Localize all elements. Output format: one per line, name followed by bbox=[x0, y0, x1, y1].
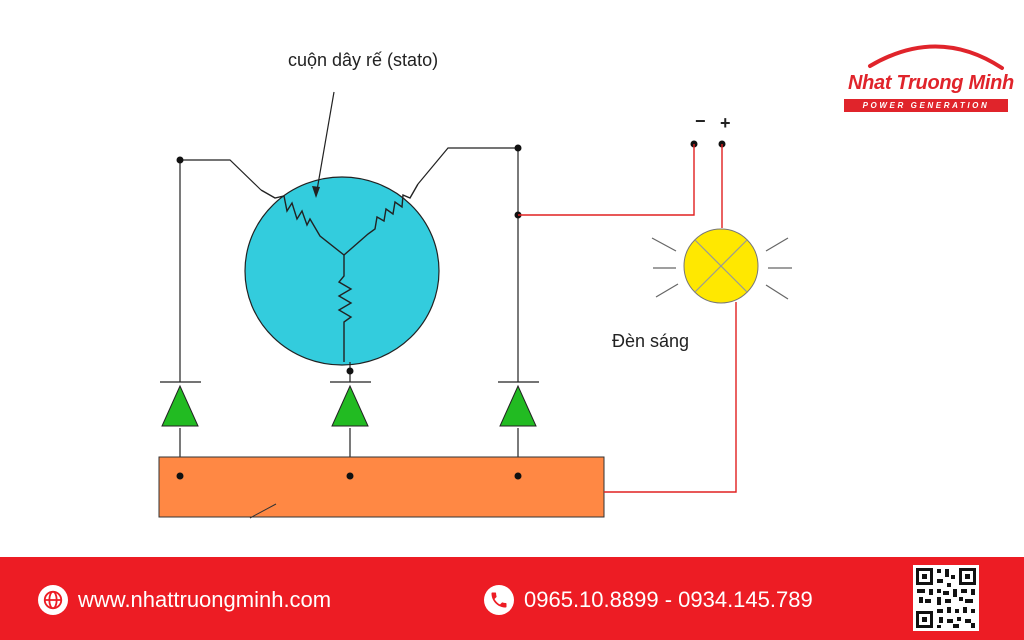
qr-code-icon bbox=[913, 565, 979, 631]
logo-name: Nhat Truong Minh bbox=[848, 72, 1014, 94]
lamp-icon bbox=[683, 228, 759, 304]
stator-label: cuộn dây rế (stato) bbox=[288, 50, 438, 70]
red-wiring bbox=[518, 144, 737, 493]
label-pointer-arrow bbox=[315, 91, 335, 197]
minus-terminal-label: − bbox=[695, 111, 706, 131]
lamp-rays bbox=[651, 237, 792, 300]
logo-tagline: POWER GENERATION bbox=[844, 99, 1008, 112]
footer-bar: www.nhattruongminh.com 0965.10.8899 - 09… bbox=[0, 557, 1024, 640]
plate-nodes bbox=[176, 472, 522, 480]
website-text[interactable]: www.nhattruongminh.com bbox=[78, 587, 332, 612]
phone-icon bbox=[484, 585, 514, 615]
logo-swoosh-icon bbox=[868, 44, 1004, 70]
diode-left bbox=[160, 381, 201, 427]
globe-icon bbox=[38, 585, 68, 615]
alternator-rectifier-diagram: cuộn dây rế (stato) Đèn sáng − + bbox=[158, 50, 792, 519]
brand-logo: Nhat Truong Minh POWER GENERATION bbox=[838, 28, 1018, 118]
footer-website[interactable]: www.nhattruongminh.com bbox=[38, 583, 331, 617]
lamp-label: Đèn sáng bbox=[612, 331, 689, 351]
plate-pointer-line bbox=[249, 503, 277, 519]
diode-middle bbox=[330, 381, 371, 427]
stator-circle bbox=[244, 176, 440, 366]
stator-coils bbox=[260, 183, 419, 362]
phones-text[interactable]: 0965.10.8899 - 0934.145.789 bbox=[524, 587, 813, 612]
rectifier-plate bbox=[158, 456, 605, 518]
diode-right bbox=[498, 381, 539, 427]
footer-phones[interactable]: 0965.10.8899 - 0934.145.789 bbox=[484, 583, 813, 617]
label-pointer-arrowhead bbox=[312, 186, 320, 198]
plus-terminal-label: + bbox=[720, 113, 731, 133]
